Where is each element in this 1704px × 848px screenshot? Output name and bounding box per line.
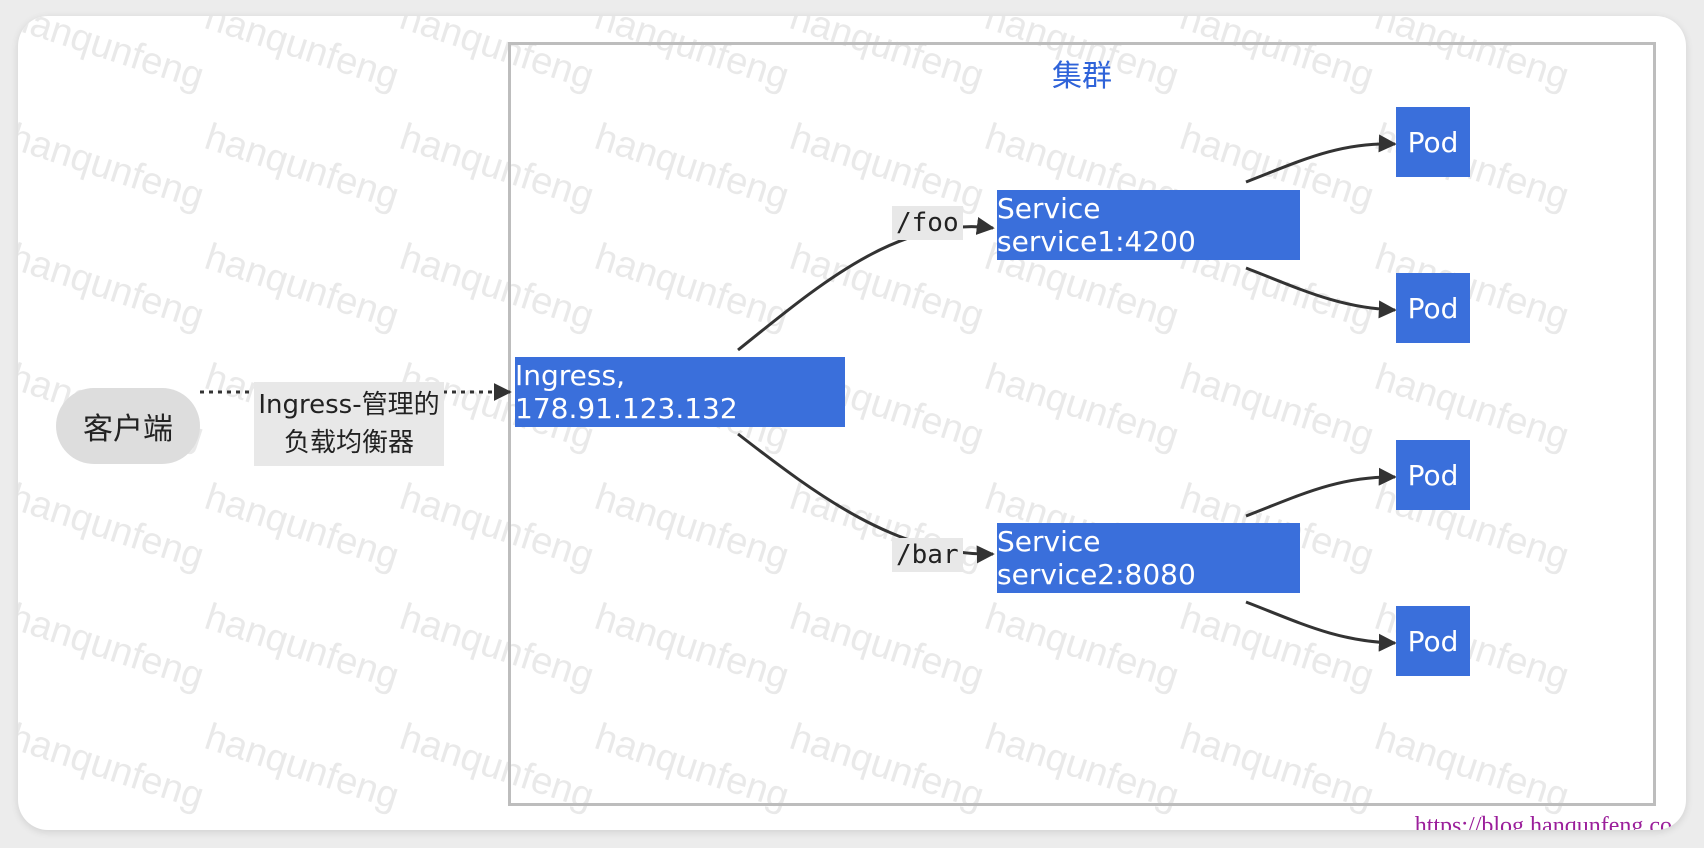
edge-service2-pod3	[1245, 467, 1397, 518]
route-label-foo: /foo	[892, 206, 963, 240]
ingress-node: Ingress, 178.91.123.132	[515, 357, 845, 427]
edge-service1-pod1	[1245, 134, 1397, 184]
client-node: 客户端	[56, 388, 200, 464]
route-label-bar: /bar	[892, 538, 963, 572]
load-balancer-label-line: 负载均衡器	[283, 428, 414, 458]
edge-service1-pod2	[1245, 266, 1397, 319]
load-balancer-label-line: Ingress-管理的	[258, 390, 440, 420]
pod-node-3: Pod	[1396, 440, 1470, 510]
cluster-title: 集群	[1052, 59, 1112, 94]
edge-ingress-service1	[737, 217, 995, 352]
pod-node-2: Pod	[1396, 273, 1470, 343]
pod-node-4: Pod	[1396, 606, 1470, 676]
service1-node: Service service1:4200	[997, 190, 1300, 260]
service2-node: Service service2:8080	[997, 523, 1300, 593]
cluster-boundary: 集群	[508, 42, 1656, 806]
pod-node-1: Pod	[1396, 107, 1470, 177]
edge-ingress-service2	[737, 432, 995, 564]
edge-service2-pod4	[1245, 600, 1397, 652]
load-balancer-label: Ingress-管理的负载均衡器	[254, 382, 444, 466]
source-url: https://blog.hanqunfeng.co	[1414, 813, 1672, 830]
